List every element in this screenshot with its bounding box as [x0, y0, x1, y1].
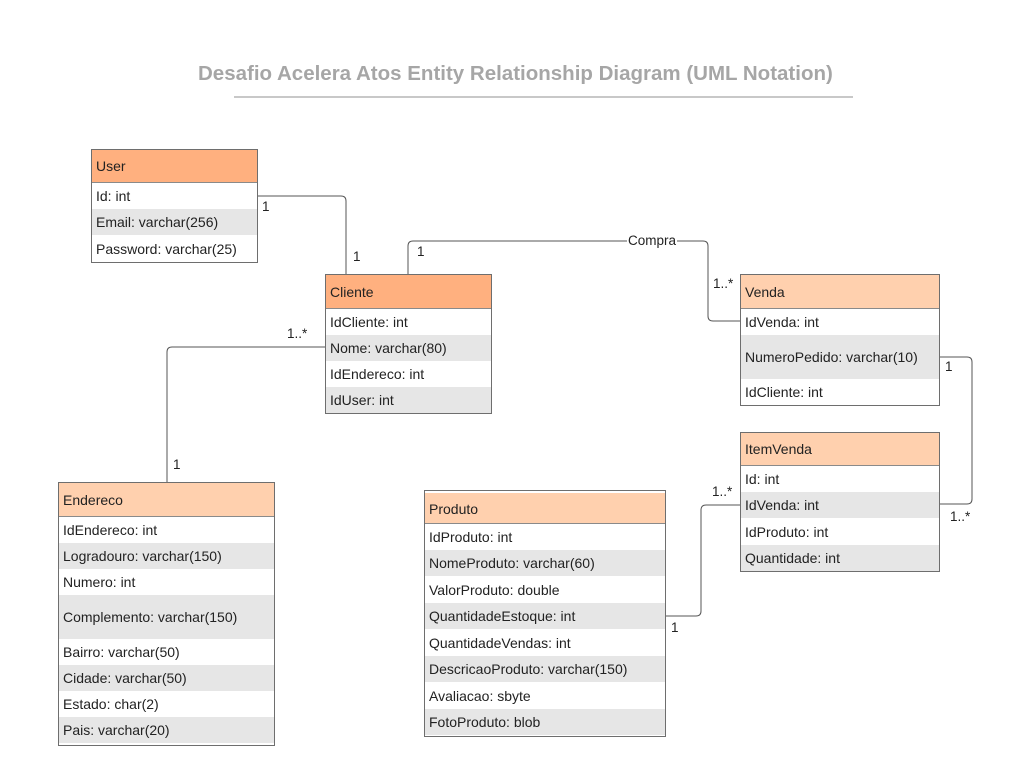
entity-user[interactable]: User Id: int Email: varchar(256) Passwor…: [91, 149, 258, 263]
attribute-row: Id: int: [96, 188, 131, 204]
attribute-row: IdEndereco: int: [330, 366, 425, 382]
mult-cliente-venda-cliente: 1: [417, 244, 425, 259]
attribute-row: Estado: char(2): [63, 696, 159, 712]
link-user-cliente: [257, 195, 347, 274]
attribute-row: NumeroPedido: varchar(10): [741, 335, 939, 379]
attribute-row: IdCliente: int: [330, 314, 408, 330]
attribute-row: Avaliacao: sbyte: [429, 687, 531, 704]
entity-user-header: User: [92, 150, 257, 183]
entity-endereco-header: Endereco: [59, 483, 274, 517]
attribute-row: Complemento: varchar(150): [59, 595, 274, 639]
entity-itemvenda-header: ItemVenda: [741, 433, 939, 466]
mult-cliente-venda-venda: 1..*: [713, 276, 734, 291]
title-underline: [234, 96, 853, 98]
attribute-row: QuantidadeVendas: int: [429, 634, 571, 651]
link-cliente-endereco: [166, 346, 326, 483]
entity-produto[interactable]: Produto IdProduto: int NomeProduto: varc…: [424, 490, 666, 737]
mult-venda-itemvenda-venda: 1: [945, 359, 953, 374]
mult-cliente-endereco-endereco: 1: [173, 457, 181, 472]
link-cliente-venda: [407, 240, 741, 322]
entity-produto-header: Produto: [425, 491, 665, 524]
attribute-row: Id: int: [745, 471, 780, 487]
attribute-row: Nome: varchar(80): [326, 335, 491, 361]
mult-user-cliente-user: 1: [262, 199, 270, 214]
attribute-row: Logradouro: varchar(150): [59, 543, 274, 569]
attribute-row: IdVenda: int: [741, 492, 939, 518]
entity-cliente[interactable]: Cliente IdCliente: int Nome: varchar(80)…: [325, 274, 492, 414]
entity-itemvenda[interactable]: ItemVenda Id: int IdVenda: int IdProduto…: [740, 432, 940, 572]
attribute-row: QuantidadeEstoque: int: [425, 603, 665, 629]
attribute-row: IdProduto: int: [429, 529, 513, 545]
mult-user-cliente-cliente: 1: [353, 249, 361, 264]
entity-cliente-header: Cliente: [326, 275, 491, 309]
entity-venda[interactable]: Venda IdVenda: int NumeroPedido: varchar…: [740, 274, 940, 406]
attribute-row: Quantidade: int: [741, 545, 939, 571]
attribute-row: IdProduto: int: [745, 523, 829, 540]
mult-venda-itemvenda-itemvenda: 1..*: [950, 509, 971, 524]
attribute-row: Bairro: varchar(50): [63, 644, 180, 660]
mult-produto-itemvenda-itemvenda: 1..*: [712, 484, 733, 499]
link-venda-itemvenda: [940, 356, 973, 505]
attribute-row: Cidade: varchar(50): [59, 665, 274, 691]
entity-endereco[interactable]: Endereco IdEndereco: int Logradouro: var…: [58, 482, 275, 746]
attribute-row: IdUser: int: [326, 387, 491, 413]
mult-produto-itemvenda-produto: 1: [671, 620, 679, 635]
attribute-row: DescricaoProduto: varchar(150): [425, 656, 665, 682]
relationship-label-compra: Compra: [627, 233, 678, 248]
attribute-row: Email: varchar(256): [92, 209, 257, 235]
attribute-row: NomeProduto: varchar(60): [425, 550, 665, 576]
attribute-row: ValorProduto: double: [429, 581, 560, 598]
attribute-row: Numero: int: [63, 574, 136, 590]
attribute-row: FotoProduto: blob: [425, 709, 665, 735]
entity-venda-header: Venda: [741, 275, 939, 309]
attribute-row: IdEndereco: int: [63, 522, 158, 538]
attribute-row: Password: varchar(25): [96, 240, 237, 257]
mult-cliente-endereco-cliente: 1..*: [287, 326, 308, 341]
diagram-title: Desafio Acelera Atos Entity Relationship…: [198, 62, 833, 85]
link-produto-itemvenda: [665, 504, 741, 617]
attribute-row: IdCliente: int: [745, 384, 823, 400]
attribute-row: IdVenda: int: [745, 314, 819, 330]
attribute-row: Pais: varchar(20): [59, 717, 274, 743]
